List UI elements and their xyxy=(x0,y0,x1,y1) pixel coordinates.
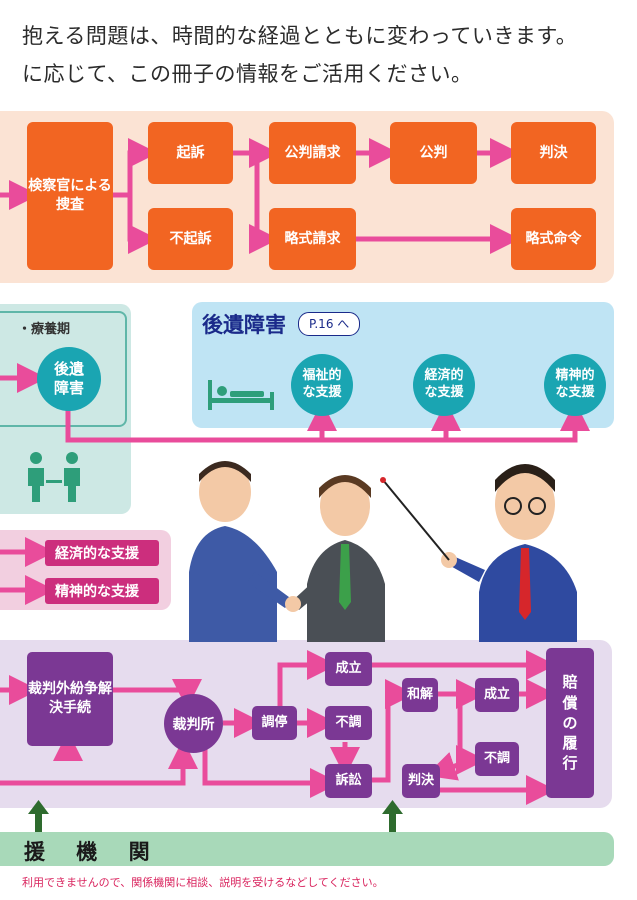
handshake-illustration xyxy=(189,461,577,642)
adr-box: 裁判外紛争解決手続 xyxy=(27,652,113,746)
intro-line-2: に応じて、この冊子の情報をご活用ください。 xyxy=(22,62,473,86)
judgment-box: 判決 xyxy=(511,122,596,184)
summary-request-box: 略式請求 xyxy=(269,208,356,270)
indictment-box: 起訴 xyxy=(148,122,233,184)
recuperation-period-label: ・療養期 xyxy=(18,322,71,337)
public-trial-box: 公判 xyxy=(390,122,477,184)
conciliation-box: 調停 xyxy=(252,706,297,740)
failed-box: 不調 xyxy=(325,706,372,740)
court-circle: 裁判所 xyxy=(164,694,223,753)
failed2-box: 不調 xyxy=(475,742,519,776)
lawsuit-box: 訴訟 xyxy=(325,764,372,798)
summary-order-box: 略式命令 xyxy=(511,208,596,270)
aftereffect-title: 後遺障害 xyxy=(202,313,286,337)
bed-icon xyxy=(208,380,274,410)
compensation-box: 賠償の履行 xyxy=(546,648,594,798)
mental-support-circle: 精神的な支援 xyxy=(544,354,606,416)
mental-support-box: 精神的な支援 xyxy=(45,578,159,604)
agency-title: 援 機 関 xyxy=(24,840,162,864)
consultation-icon xyxy=(28,452,80,502)
aftereffect-section xyxy=(192,302,614,428)
public-trial-request-box: 公判請求 xyxy=(269,122,356,184)
economic-support-circle: 経済的な支援 xyxy=(413,354,475,416)
settlement-box: 和解 xyxy=(402,678,438,712)
aftereffect-circle: 後遺障害 xyxy=(37,347,101,411)
non-indictment-box: 不起訴 xyxy=(148,208,233,270)
intro-line-1: 抱える問題は、時間的な経過とともに変わっていきます。 xyxy=(22,24,578,48)
economic-support-box: 経済的な支援 xyxy=(45,540,159,566)
established2-box: 成立 xyxy=(475,678,519,712)
recuperation-frame xyxy=(0,311,127,427)
footer-note: 利用できませんので、関係機関に相談、説明を受けるなどしてください。 xyxy=(22,876,384,889)
judgment-box-civil: 判決 xyxy=(402,764,440,798)
page-reference-tag[interactable]: P.16 へ xyxy=(298,312,361,336)
welfare-support-circle: 福祉的な支援 xyxy=(291,354,353,416)
established-box: 成立 xyxy=(325,652,372,686)
investigation-box: 検察官による捜査 xyxy=(27,122,113,270)
agency-bar xyxy=(0,832,614,866)
